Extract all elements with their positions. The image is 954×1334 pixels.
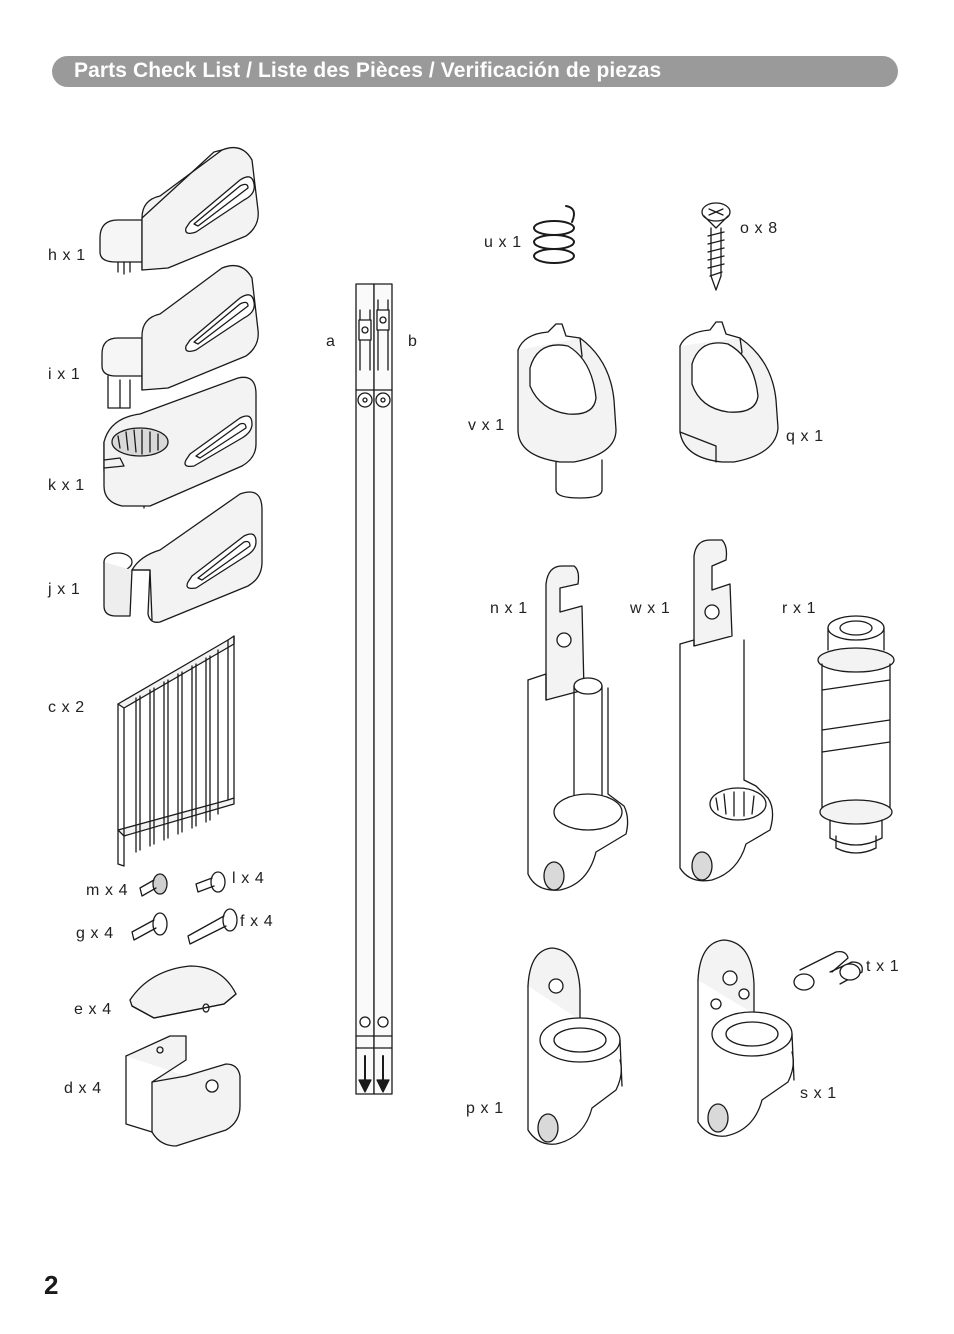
part-r-drawing xyxy=(818,616,894,853)
part-label-l: l x 4 xyxy=(232,870,265,887)
part-k-drawing xyxy=(104,377,256,508)
part-label-k: k x 1 xyxy=(48,477,85,494)
part-o-drawing xyxy=(702,203,730,290)
part-label-p: p x 1 xyxy=(466,1100,504,1117)
part-label-e: e x 4 xyxy=(74,1001,112,1018)
part-label-v: v x 1 xyxy=(468,417,505,434)
part-h-drawing xyxy=(100,148,258,274)
part-g-drawing xyxy=(132,913,167,940)
part-l-drawing xyxy=(196,872,225,892)
part-label-s: s x 1 xyxy=(800,1085,837,1102)
part-label-f: f x 4 xyxy=(240,913,274,930)
part-label-t: t x 1 xyxy=(866,958,900,975)
part-n-drawing xyxy=(528,566,628,890)
part-label-h: h x 1 xyxy=(48,247,86,264)
part-b-drawing xyxy=(374,284,392,1094)
part-j-drawing xyxy=(104,492,262,622)
part-m-drawing xyxy=(140,874,167,896)
part-i-drawing xyxy=(102,266,258,408)
part-label-w: w x 1 xyxy=(630,600,671,617)
page-number: 2 xyxy=(44,1270,59,1300)
part-t-drawing xyxy=(794,952,862,990)
page-title: Parts Check List / Liste des Pièces / Ve… xyxy=(74,59,662,82)
part-label-a: a xyxy=(326,333,336,350)
part-p-drawing xyxy=(528,948,622,1144)
part-a-drawing xyxy=(356,284,374,1094)
part-label-d: d x 4 xyxy=(64,1080,102,1097)
part-label-q: q x 1 xyxy=(786,428,824,445)
part-f-drawing xyxy=(188,909,237,944)
part-label-i: i x 1 xyxy=(48,366,81,383)
part-label-n: n x 1 xyxy=(490,600,528,617)
part-s-drawing xyxy=(698,940,794,1136)
part-label-m: m x 4 xyxy=(86,882,129,899)
part-v-drawing xyxy=(518,324,616,498)
part-u-drawing xyxy=(534,206,574,263)
part-d-drawing xyxy=(126,1036,240,1146)
part-label-b: b xyxy=(408,333,418,350)
part-label-r: r x 1 xyxy=(782,600,817,617)
part-w-drawing xyxy=(680,540,773,881)
part-label-u: u x 1 xyxy=(484,234,522,251)
part-q-drawing xyxy=(680,322,778,462)
part-label-c: c x 2 xyxy=(48,699,85,716)
part-c-drawing xyxy=(118,636,234,866)
part-label-g: g x 4 xyxy=(76,925,114,942)
part-label-j: j x 1 xyxy=(48,581,81,598)
part-e-drawing xyxy=(130,966,236,1018)
header-bar: Parts Check List / Liste des Pièces / Ve… xyxy=(52,56,898,87)
part-label-o: o x 8 xyxy=(740,220,778,237)
